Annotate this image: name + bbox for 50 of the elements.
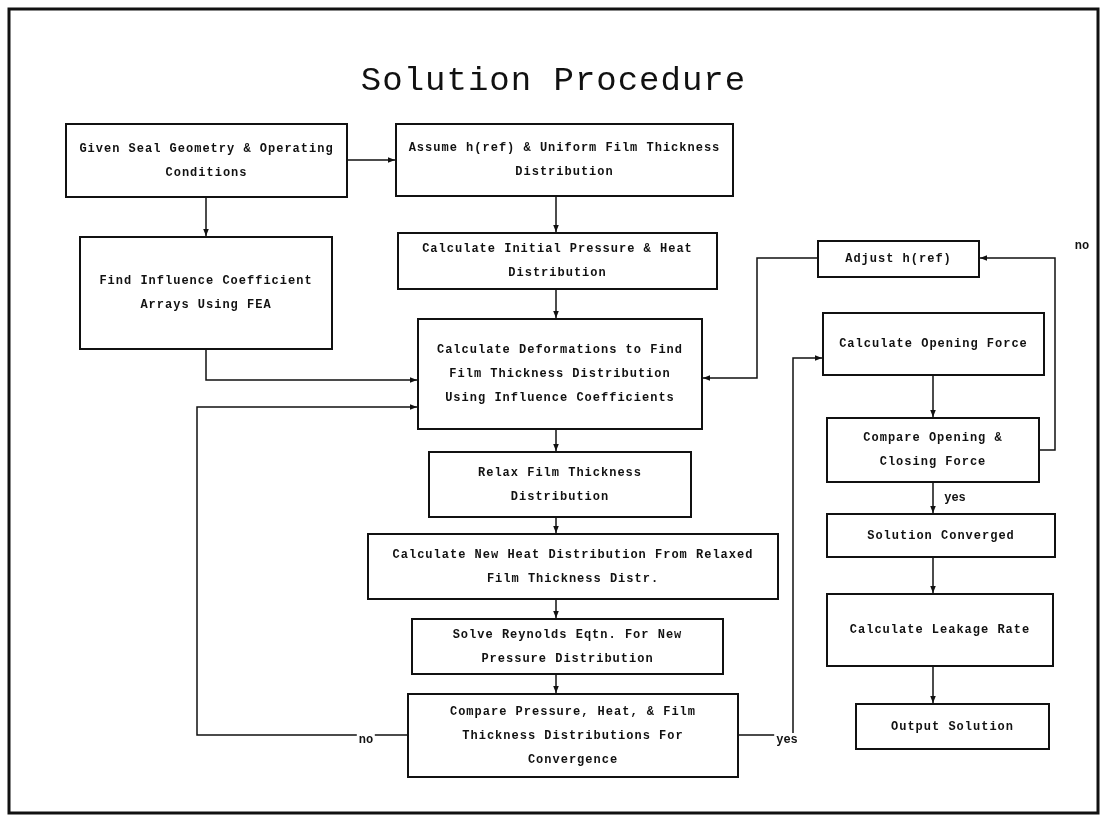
process-box <box>417 318 703 430</box>
arrow <box>738 355 823 736</box>
process-box <box>79 236 333 350</box>
box-text: Compare Pressure, Heat, & Film Thickness Distributions For Convergence <box>448 703 697 769</box>
arrow <box>930 557 936 594</box>
arrow <box>930 482 936 514</box>
process-box <box>397 232 718 290</box>
process-box <box>822 312 1045 376</box>
process-box <box>407 693 739 778</box>
edge-label: yes <box>774 733 800 747</box>
arrow <box>930 375 936 418</box>
process-box <box>395 123 734 197</box>
box-text: Output Solution <box>891 718 1014 736</box>
box-text: Compare Opening & Closing Force <box>862 430 1004 471</box>
process-box <box>855 703 1050 750</box>
box-text: Solve Reynolds Eqtn. For New Pressure Distribution <box>451 626 684 668</box>
process-box <box>367 533 779 600</box>
box-text: Given Seal Geometry & Operating Conditions <box>78 140 335 182</box>
edge-label: yes <box>942 491 968 505</box>
box-text: Calculate Initial Pressure & Heat Distribution <box>421 241 694 282</box>
process-box <box>826 417 1040 483</box>
box-text: Calculate New Heat Distribution From Relaxed Film Thickness Distr. <box>391 546 755 588</box>
box-text: Calculate Opening Force <box>839 336 1028 353</box>
arrow <box>553 599 559 619</box>
box-text: Solution Converged <box>867 527 1015 545</box>
arrow <box>553 674 559 694</box>
box-text: Calculate Leakage Rate <box>849 622 1031 639</box>
process-box <box>65 123 348 198</box>
arrow <box>196 404 418 736</box>
arrow <box>553 429 559 452</box>
diagram-title: Solution Procedure <box>359 62 748 100</box>
box-text: Assume h(ref) & Uniform Film Thickness Distribution <box>407 140 722 181</box>
arrow <box>553 289 559 319</box>
box-text: Calculate Deformations to Find Film Thickness Distribution Using Influence Coefficients <box>435 342 684 407</box>
arrow <box>979 255 1056 451</box>
box-text: Find Influence Coefficient Arrays Using FEA <box>98 273 314 314</box>
process-box <box>826 513 1056 558</box>
process-box <box>826 593 1054 667</box>
arrow <box>553 196 559 233</box>
arrow <box>702 257 818 381</box>
process-box <box>817 240 980 278</box>
arrow <box>930 666 936 704</box>
process-box <box>411 618 724 675</box>
process-box <box>428 451 692 518</box>
arrow <box>205 349 418 383</box>
arrow <box>553 517 559 534</box>
box-text: Relax Film Thickness Distribution <box>477 464 643 506</box>
arrow <box>347 157 396 163</box>
box-text: Adjust h(ref) <box>845 251 952 268</box>
arrow <box>203 197 209 237</box>
